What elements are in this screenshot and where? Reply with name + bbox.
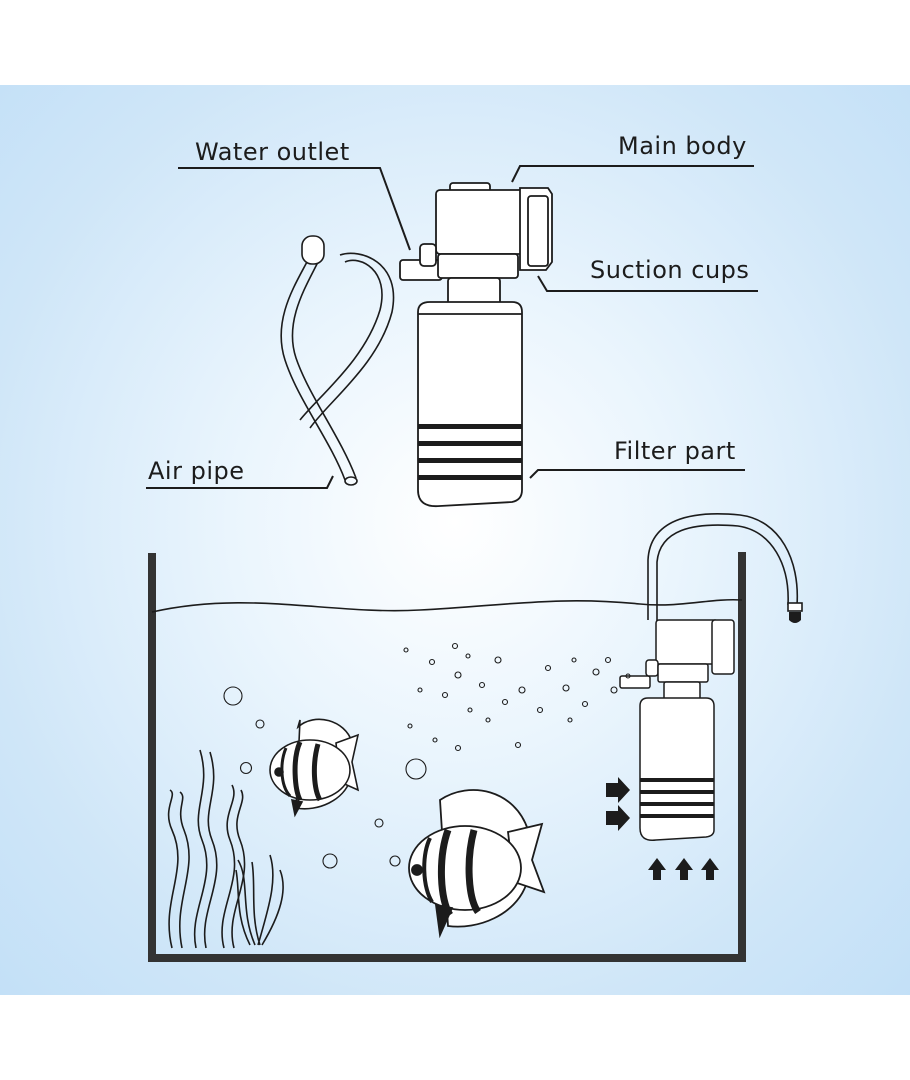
arrow-up-icon — [648, 858, 666, 880]
label-filter-part: Filter part — [529, 437, 745, 479]
svg-text:Suction cups: Suction cups — [590, 256, 749, 284]
label-main-body: Main body — [511, 132, 754, 183]
label-air-pipe: Air pipe — [146, 457, 334, 489]
flow-arrows — [606, 777, 719, 880]
seaweed-illustration — [167, 749, 284, 949]
arrow-up-icon — [701, 858, 719, 880]
tank-air-pipe — [647, 513, 803, 623]
tank-filter — [619, 619, 735, 841]
arrow-right-icon — [606, 805, 630, 831]
label-water-outlet: Water outlet — [178, 138, 411, 251]
fish-illustration — [269, 718, 360, 818]
svg-text:Air pipe: Air pipe — [148, 457, 244, 485]
aquarium-tank — [148, 552, 746, 962]
filter-illustration — [399, 182, 553, 508]
air-pipe-illustration — [280, 235, 395, 486]
label-suction-cups: Suction cups — [537, 256, 758, 292]
svg-text:Main body: Main body — [618, 132, 747, 160]
fish-illustration — [408, 789, 546, 939]
arrow-up-icon — [675, 858, 693, 880]
bubbles — [223, 642, 631, 869]
svg-text:Filter part: Filter part — [614, 437, 736, 465]
svg-text:Water outlet: Water outlet — [195, 138, 350, 166]
arrow-right-icon — [606, 777, 630, 803]
